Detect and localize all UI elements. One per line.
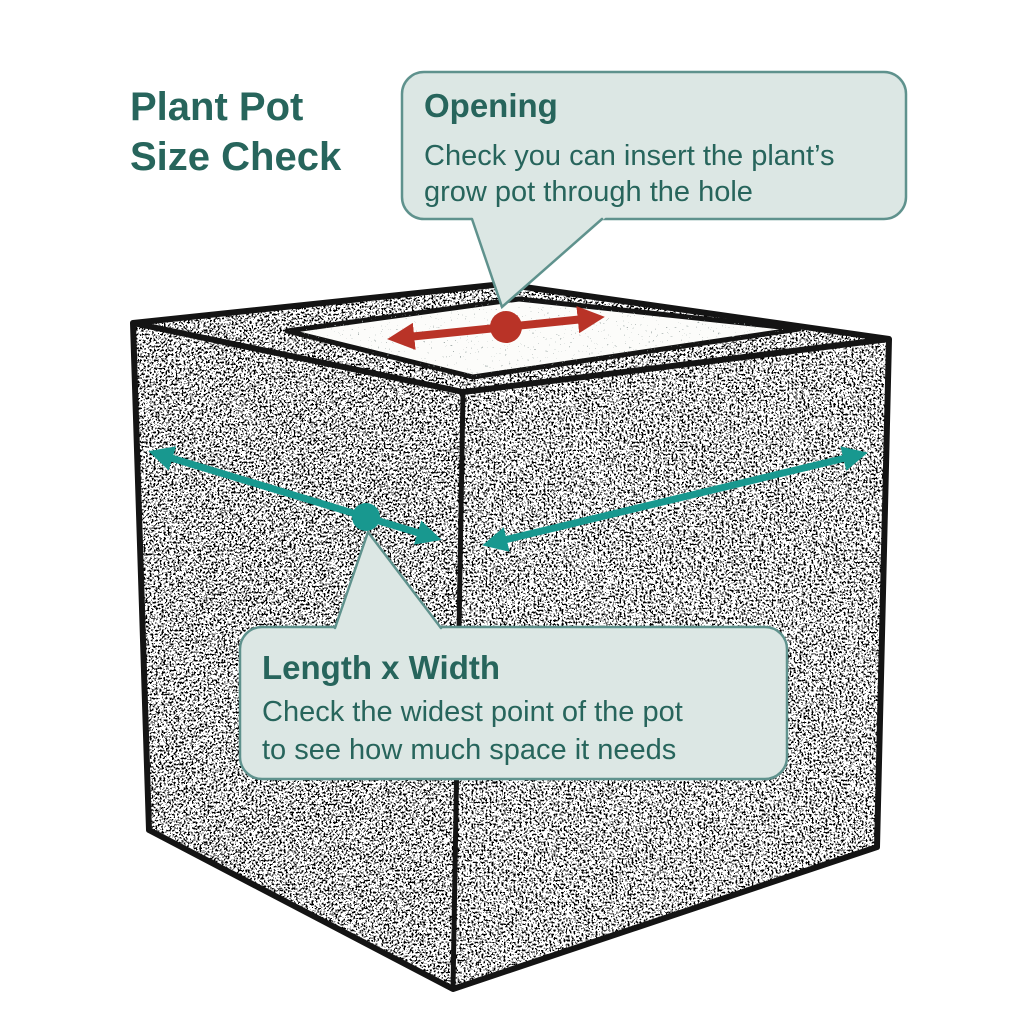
opening-center-dot: [490, 311, 522, 343]
dimensions-callout-line-1: Check the widest point of the pot: [262, 696, 683, 728]
marker-dots: [352, 311, 522, 531]
measurement-arrows: [148, 446, 868, 552]
dimensions-callout-heading: Length x Width: [262, 649, 500, 686]
dimensions-callout: Length x Width Check the widest point of…: [238, 529, 789, 781]
cube-top-rim: [133, 284, 889, 392]
title-line-1: Plant Pot: [130, 85, 303, 129]
dimensions-callout-line-2: to see how much space it needs: [262, 734, 676, 766]
opening-callout-tail-outline: [470, 217, 604, 310]
page-title: Plant Pot Size Check: [130, 85, 342, 179]
opening-callout-line-1: Check you can insert the plant’s: [424, 140, 835, 172]
dimensions-callout-tail-outline: [333, 529, 443, 630]
opening-callout-line-2: grow pot through the hole: [424, 176, 753, 208]
opening-callout: Opening Check you can insert the plant’s…: [400, 70, 908, 310]
opening-callout-bubble: [400, 70, 908, 221]
width-arrow: [482, 446, 868, 552]
dimensions-callout-tail: [330, 530, 452, 642]
corner-measure-dot: [352, 503, 380, 531]
opening-callout-heading: Opening: [424, 87, 558, 124]
dimensions-callout-bubble: [238, 625, 789, 781]
length-arrow: [148, 446, 442, 545]
opening-callout-tail: [470, 212, 612, 308]
title-line-2: Size Check: [130, 135, 342, 179]
